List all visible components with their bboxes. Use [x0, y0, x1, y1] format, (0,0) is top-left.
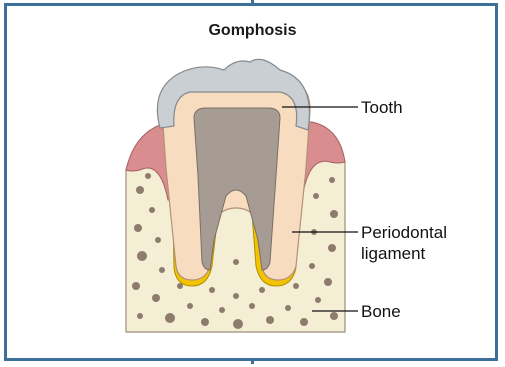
- label-periodontal-ligament: Periodontal ligament: [361, 222, 447, 264]
- label-periodontal-line2: ligament: [361, 243, 447, 264]
- label-periodontal-line1: Periodontal: [361, 222, 447, 243]
- label-bone: Bone: [361, 301, 401, 322]
- label-tooth: Tooth: [361, 97, 403, 118]
